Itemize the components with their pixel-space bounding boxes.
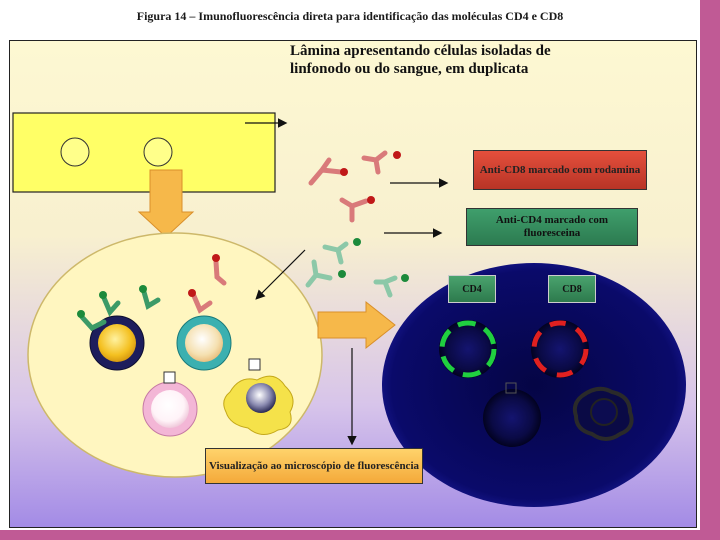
bottom-accent-bar: [0, 530, 720, 540]
slide-headline: Lâmina apresentando células isoladas de …: [290, 43, 551, 77]
down-block-arrow: [137, 169, 195, 238]
fluorescent-cd4-cell: [439, 320, 497, 378]
anti-cd8-label: Anti-CD8 marcado com rodamina: [473, 150, 647, 190]
right-block-arrow: [317, 300, 396, 350]
rhodamine-dots: [188, 254, 220, 297]
cd4-tag: CD4: [448, 275, 496, 303]
cell-sample-circle: [27, 232, 323, 478]
fluorescent-cd8-cell: [531, 320, 589, 378]
bound-antibody-green: [79, 289, 161, 332]
anti-cd4-label: Anti-CD4 marcado com fluoresceina: [466, 208, 638, 246]
antibody-to-cells-arrow: [255, 249, 306, 300]
fluorescein-dots: [77, 285, 147, 318]
cell-pink: [142, 371, 198, 437]
glass-slide: [12, 112, 276, 193]
free-antibody-cd8: [308, 150, 388, 223]
unstained-cell: [483, 382, 541, 447]
cd8-tag: CD8: [548, 275, 596, 303]
cell-macrophage: [223, 358, 294, 435]
free-fluorescein-dots: [338, 238, 409, 282]
figure-title: Figura 14 – Imunofluorescência direta pa…: [136, 9, 564, 23]
unstained-macrophage: [572, 386, 634, 441]
fluorescence-field: [382, 263, 686, 507]
free-rhodamine-dots: [340, 151, 401, 204]
cell-cd8-cyan: [176, 315, 232, 371]
cell-cd4-yellow: [89, 315, 145, 371]
free-antibody-cd4: [305, 241, 398, 298]
microscope-visualization-label: Visualização ao microscópio de fluorescê…: [205, 448, 423, 484]
bound-antibody-red: [191, 259, 227, 314]
side-accent-bar: [700, 0, 720, 540]
